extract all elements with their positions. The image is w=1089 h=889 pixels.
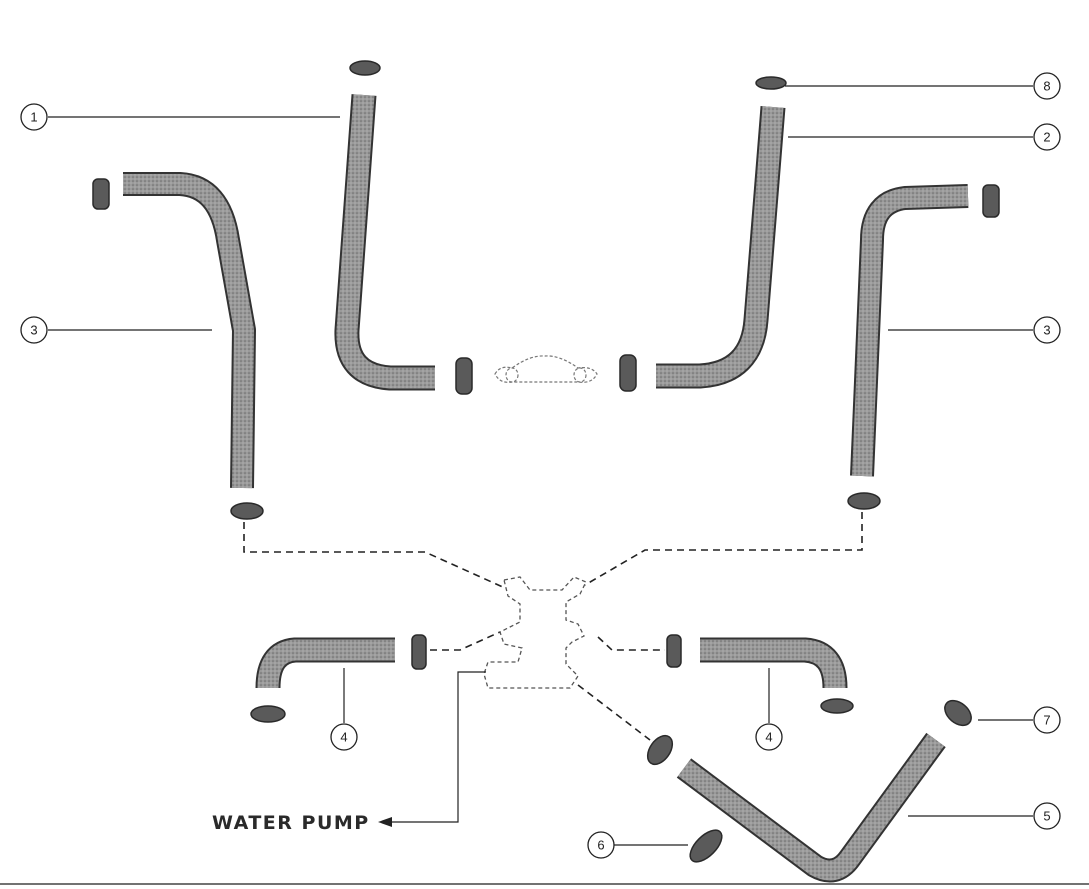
callout-circle: [1033, 706, 1061, 734]
hose-clamp-icon: [820, 698, 854, 714]
hose-clamp-icon: [92, 178, 110, 210]
hose-clamp-icon: [619, 354, 637, 392]
callout-circle: [755, 723, 783, 751]
callout-3-left: 3: [30, 323, 37, 338]
hose-4-right: [700, 637, 848, 689]
callout-4-right: 4: [765, 730, 772, 745]
hose-clamp-icon: [689, 829, 723, 863]
callout-7: 7: [1043, 713, 1050, 728]
callout-5: 5: [1043, 809, 1050, 824]
dashed-connection-line: [597, 636, 665, 651]
callout-circle: [1033, 802, 1061, 830]
callout-1: 1: [30, 110, 37, 125]
hose-3-left: [123, 172, 256, 489]
hose-3-right: [850, 184, 969, 477]
callout-circle: [1033, 72, 1061, 100]
callout-circle: [587, 831, 615, 859]
water-pump-body-icon: [483, 576, 587, 689]
callout-8: 8: [1043, 79, 1050, 94]
callout-circle: [20, 103, 48, 131]
callout-circle: [1033, 123, 1061, 151]
hose-clamp-icon: [646, 734, 674, 766]
hose-2: [656, 106, 786, 389]
arrowhead-icon: [378, 817, 392, 827]
hose-clamp-icon: [230, 502, 264, 520]
water-pump-label: WATER PUMP: [212, 812, 370, 834]
callout-circle: [1033, 316, 1061, 344]
callout-4-left: 4: [340, 730, 347, 745]
hose-clamp-icon: [455, 357, 473, 395]
leader-line: [390, 671, 486, 823]
hose-1: [334, 94, 435, 391]
hose-clamp-icon: [944, 699, 972, 727]
hose-clamp-icon: [755, 76, 787, 90]
hose-4-left: [255, 637, 395, 689]
hose-clamp-icon: [349, 60, 381, 76]
callout-3-right: 3: [1043, 323, 1050, 338]
hose-clamp-icon: [411, 634, 427, 670]
callout-circle: [20, 316, 48, 344]
hose-clamp-icon: [847, 492, 881, 510]
dashed-connection-line: [577, 684, 651, 741]
callout-6: 6: [597, 838, 604, 853]
hose-clamp-icon: [250, 705, 286, 723]
callout-circle: [330, 723, 358, 751]
dashed-connection-line: [243, 522, 506, 589]
y-fitting-icon: [494, 355, 598, 383]
callout-2: 2: [1043, 130, 1050, 145]
hose-5: [676, 732, 946, 883]
hose-clamp-icon: [982, 184, 1000, 218]
hose-clamp-icon: [666, 634, 682, 668]
dashed-connection-line: [584, 512, 863, 586]
dashed-connection-line: [430, 631, 501, 651]
